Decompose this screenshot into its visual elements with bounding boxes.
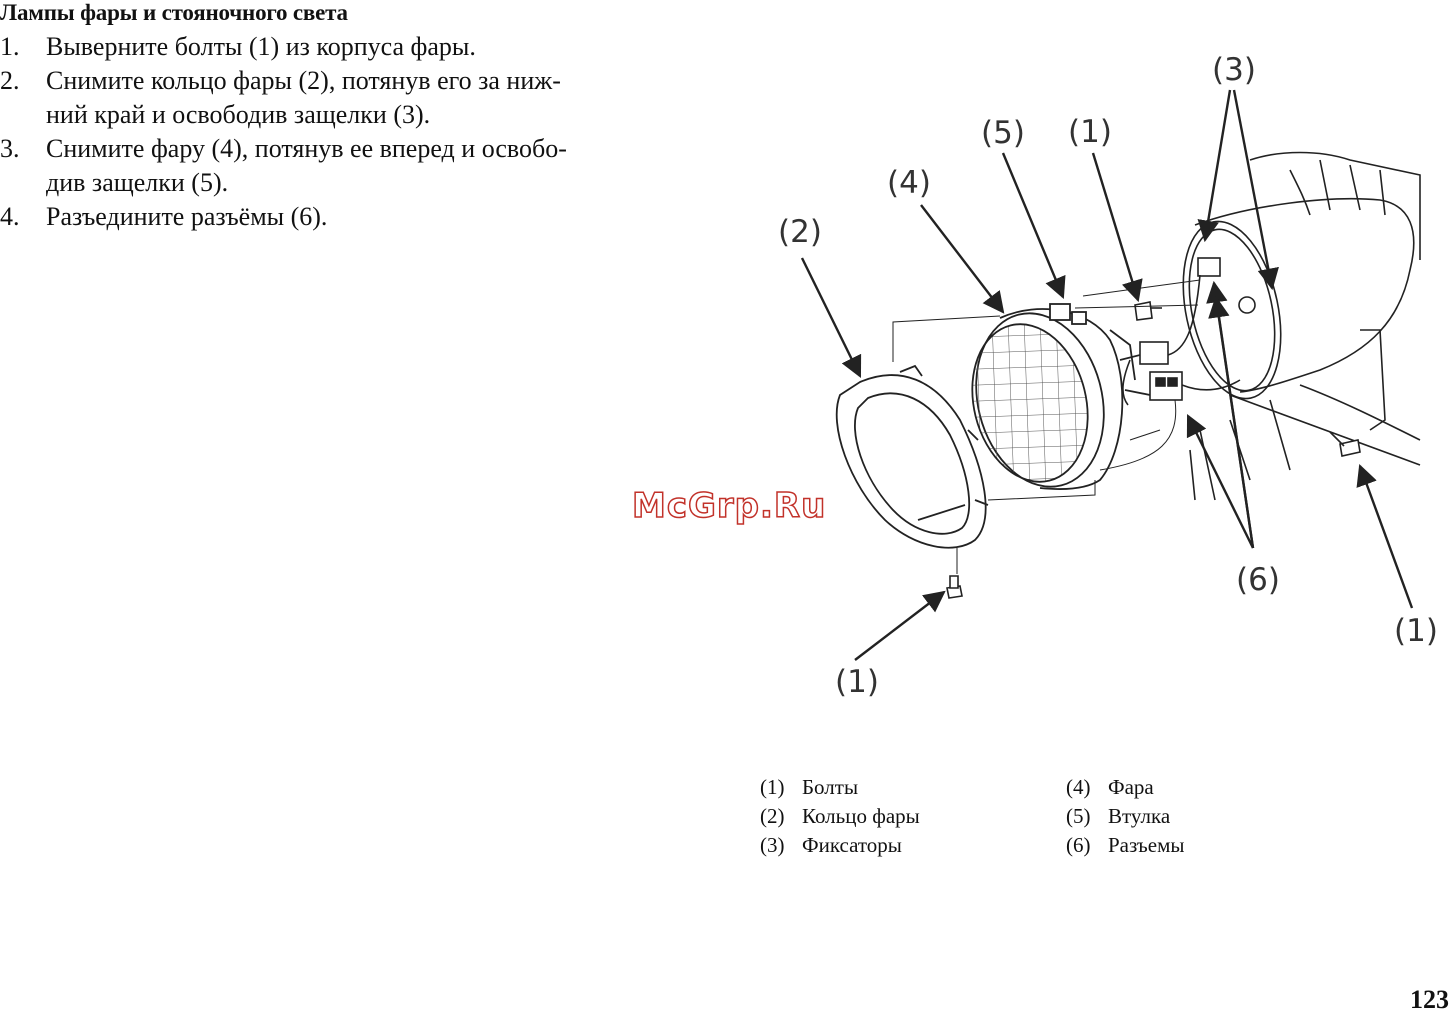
callout-bolt-bottom: (1) <box>835 664 879 700</box>
instruction-step: 4. Разъедините разъёмы (6). <box>0 200 700 234</box>
legend-text: Фара <box>1108 775 1154 799</box>
step-number: 2. <box>0 66 20 95</box>
legend-item: (3) Фиксаторы <box>760 831 920 860</box>
section-heading: Лампы фары и стояночного света <box>0 0 348 25</box>
step-line: Снимите кольцо фары (2), потянув его за … <box>46 66 561 95</box>
legend-item: (6) Разъемы <box>1066 831 1185 860</box>
step-text: Разъедините разъёмы (6). <box>46 200 700 234</box>
step-line: ний край и освободив защелки (3). <box>46 100 431 129</box>
headlight-housing <box>1182 151 1421 501</box>
headlight-exploded-diagram: (1) (2) (3) (4) (5) (6) (1) (1) <box>778 52 1438 700</box>
watermark: McGrp.Ru <box>631 485 827 527</box>
instruction-step: 1. Выверните болты (1) из корпуса фары. <box>0 30 700 64</box>
legend-item: (2) Кольцо фары <box>760 802 920 831</box>
legend-item: (1) Болты <box>760 773 920 802</box>
step-text: Снимите кольцо фары (2), потянув его за … <box>46 64 700 132</box>
leader-arrows <box>800 89 1414 661</box>
legend-text: Болты <box>802 775 859 799</box>
step-line: Снимите фару (4), потянув ее вперед и ос… <box>46 134 567 163</box>
legend-text: Разъемы <box>1108 833 1185 857</box>
step-line: Выверните болты (1) из корпуса фары. <box>46 32 476 61</box>
legend-number: (5) <box>1066 804 1091 828</box>
legend-text: Фиксаторы <box>802 833 902 857</box>
legend-number: (6) <box>1066 833 1091 857</box>
step-number: 1. <box>0 32 20 61</box>
step-number: 4. <box>0 202 20 231</box>
callout-headlight: (4) <box>887 165 931 201</box>
legend-number: (3) <box>760 833 785 857</box>
step-text: Выверните болты (1) из корпуса фары. <box>46 30 700 64</box>
instruction-step: 3. Снимите фару (4), потянув ее вперед и… <box>0 132 700 200</box>
legend-number: (4) <box>1066 775 1091 799</box>
instruction-list: 1. Выверните болты (1) из корпуса фары. … <box>0 30 700 234</box>
step-number: 3. <box>0 134 20 163</box>
legend-text: Втулка <box>1108 804 1171 828</box>
callout-bushing: (5) <box>981 115 1025 151</box>
headlight-ring <box>835 364 989 549</box>
step-line: див защелки (5). <box>46 168 229 197</box>
step-text: Снимите фару (4), потянув ее вперед и ос… <box>46 132 700 200</box>
legend-column-left: (1) Болты (2) Кольцо фары (3) Фиксаторы <box>760 773 920 860</box>
legend-item: (4) Фара <box>1066 773 1185 802</box>
callout-connectors: (6) <box>1236 562 1280 598</box>
legend-number: (1) <box>760 775 785 799</box>
page-number: 123 <box>1410 985 1449 1014</box>
legend-column-right: (4) Фара (5) Втулка (6) Разъемы <box>1066 773 1185 860</box>
headlight-unit <box>971 303 1161 490</box>
legend-text: Кольцо фары <box>802 804 920 828</box>
step-line: Разъедините разъёмы (6). <box>46 202 328 231</box>
callout-ring: (2) <box>778 214 822 250</box>
legend-number: (2) <box>760 804 785 828</box>
callout-bolt-top: (1) <box>1068 114 1112 150</box>
assembly-guide-lines <box>892 279 1201 574</box>
callout-bolt-right: (1) <box>1394 613 1438 649</box>
callout-latches: (3) <box>1212 52 1256 88</box>
connectors <box>1122 257 1241 406</box>
instruction-step: 2. Снимите кольцо фары (2), потянув его … <box>0 64 700 132</box>
legend-item: (5) Втулка <box>1066 802 1185 831</box>
